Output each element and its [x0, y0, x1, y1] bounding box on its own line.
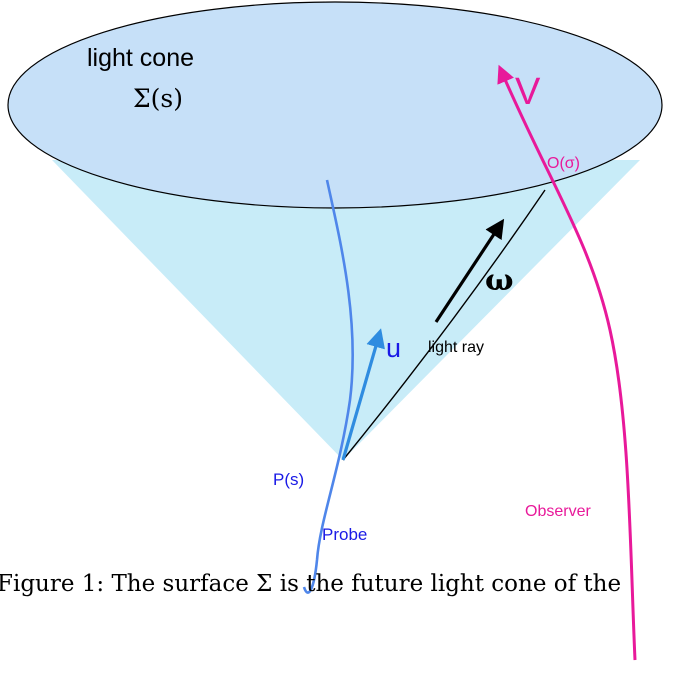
- probe-velocity-vector: [341, 328, 385, 461]
- probe-velocity-label: u: [386, 333, 401, 363]
- omega-vector: [434, 218, 505, 323]
- light-ray-label: light ray: [428, 339, 484, 356]
- cone-title-label: light cone: [87, 44, 194, 72]
- light-cone-surface: [7, 1, 663, 209]
- omega-label: ω: [485, 263, 514, 298]
- observer-velocity-label: V: [515, 71, 541, 113]
- observer-worldline: [497, 64, 637, 661]
- observer-label: Observer: [525, 503, 591, 520]
- light-ray: [342, 189, 546, 461]
- observer-event-label: O(σ): [547, 155, 580, 172]
- figure-caption: Figure 1: The surface Σ is the future li…: [0, 571, 621, 597]
- probe-event-label: P(s): [273, 470, 304, 489]
- cone-sigma-label: Σ(s): [133, 84, 183, 113]
- probe-label: Probe: [322, 525, 367, 544]
- probe-worldline: [302, 179, 354, 594]
